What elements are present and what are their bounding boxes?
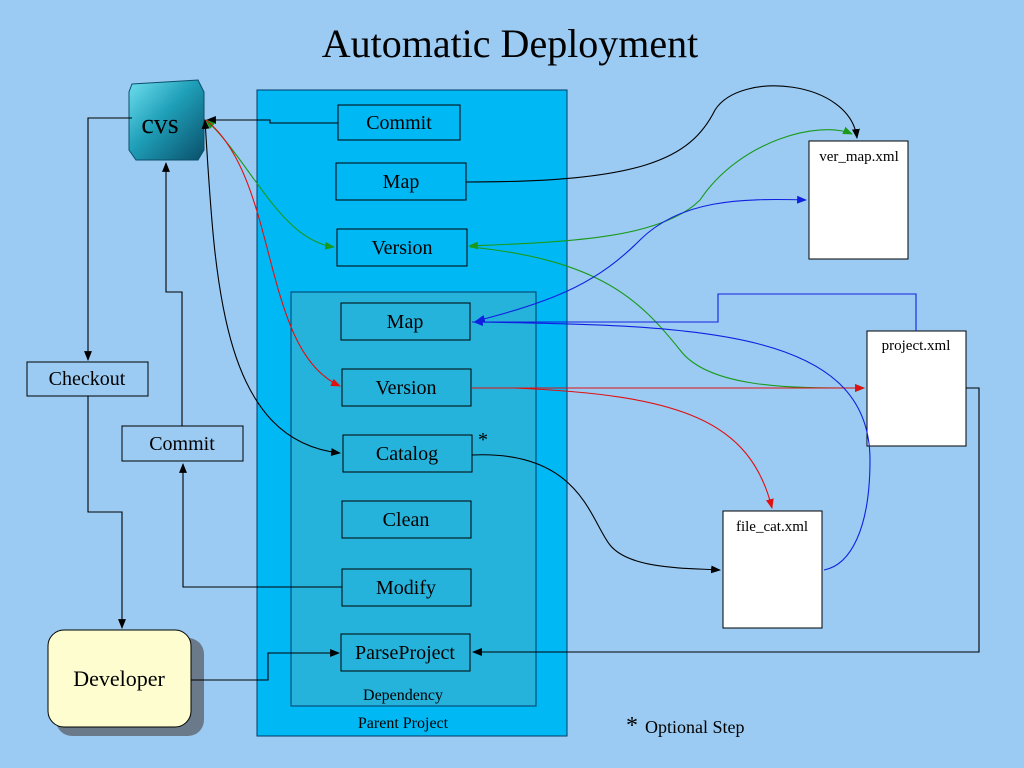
file-file-cat-label: file_cat.xml: [736, 519, 808, 535]
legend: * Optional Step: [626, 713, 745, 739]
step-parent-commit[interactable]: Commit: [337, 104, 461, 141]
cvs-label: cvs: [141, 109, 178, 140]
step-dep-map[interactable]: Map: [340, 302, 471, 341]
file-project-label: project.xml: [882, 338, 951, 354]
edge-modify-to-commit: [179, 463, 342, 588]
developer-label: Developer: [73, 666, 165, 691]
step-left-commit[interactable]: Commit: [121, 425, 244, 462]
step-dep-modify-label: Modify: [376, 577, 436, 599]
edge-commit-to-cvs: [162, 162, 183, 426]
edge-cvs-to-checkout: [84, 117, 132, 361]
legend-text: Optional Step: [645, 717, 745, 737]
developer-node[interactable]: Developer: [47, 629, 204, 736]
step-checkout-label: Checkout: [49, 368, 126, 390]
step-parent-commit-label: Commit: [366, 112, 432, 134]
cvs-repository[interactable]: cvs: [128, 79, 205, 161]
step-dep-catalog-label: Catalog: [376, 443, 438, 465]
file-ver-map-label: ver_map.xml: [819, 149, 899, 165]
optional-step-marker: *: [478, 429, 488, 451]
edge-dep-map-ver-map: [475, 195, 807, 323]
step-dep-version[interactable]: Version: [341, 368, 472, 407]
parent-project-label: Parent Project: [358, 715, 449, 732]
step-left-commit-label: Commit: [149, 433, 215, 455]
edge-checkout-to-developer: [87, 396, 126, 629]
step-dep-clean-label: Clean: [383, 509, 430, 531]
edge-dep-map-file-cat: [471, 321, 871, 571]
step-parent-map[interactable]: Map: [335, 162, 467, 201]
file-ver-map[interactable]: ver_map.xml: [808, 140, 909, 260]
step-dep-version-label: Version: [375, 377, 436, 399]
edge-cvs-to-dep-version: [205, 119, 341, 387]
edge-catalog-to-file-cat: [471, 454, 721, 574]
file-file-cat[interactable]: file_cat.xml: [722, 510, 823, 629]
file-project[interactable]: project.xml: [866, 330, 967, 447]
diagram-title: Automatic Deployment: [322, 21, 699, 66]
step-parent-version-label: Version: [371, 237, 432, 259]
step-dep-catalog[interactable]: Catalog: [342, 434, 473, 473]
legend-marker: *: [626, 713, 638, 739]
edge-developer-to-parse-project: [191, 649, 340, 681]
dependency-label: Dependency: [363, 687, 443, 704]
step-dep-modify[interactable]: Modify: [341, 568, 472, 607]
edge-dep-version-to-file-cat: [513, 387, 774, 509]
edge-project-to-parse-project: [472, 387, 980, 656]
step-parent-map-label: Map: [383, 171, 420, 193]
step-dep-clean[interactable]: Clean: [341, 500, 472, 539]
step-dep-map-label: Map: [387, 311, 424, 333]
step-parent-version[interactable]: Version: [336, 228, 468, 267]
step-dep-parse-project-label: ParseProject: [355, 642, 455, 664]
step-checkout[interactable]: Checkout: [26, 361, 149, 397]
step-dep-parse-project[interactable]: ParseProject: [340, 633, 471, 672]
